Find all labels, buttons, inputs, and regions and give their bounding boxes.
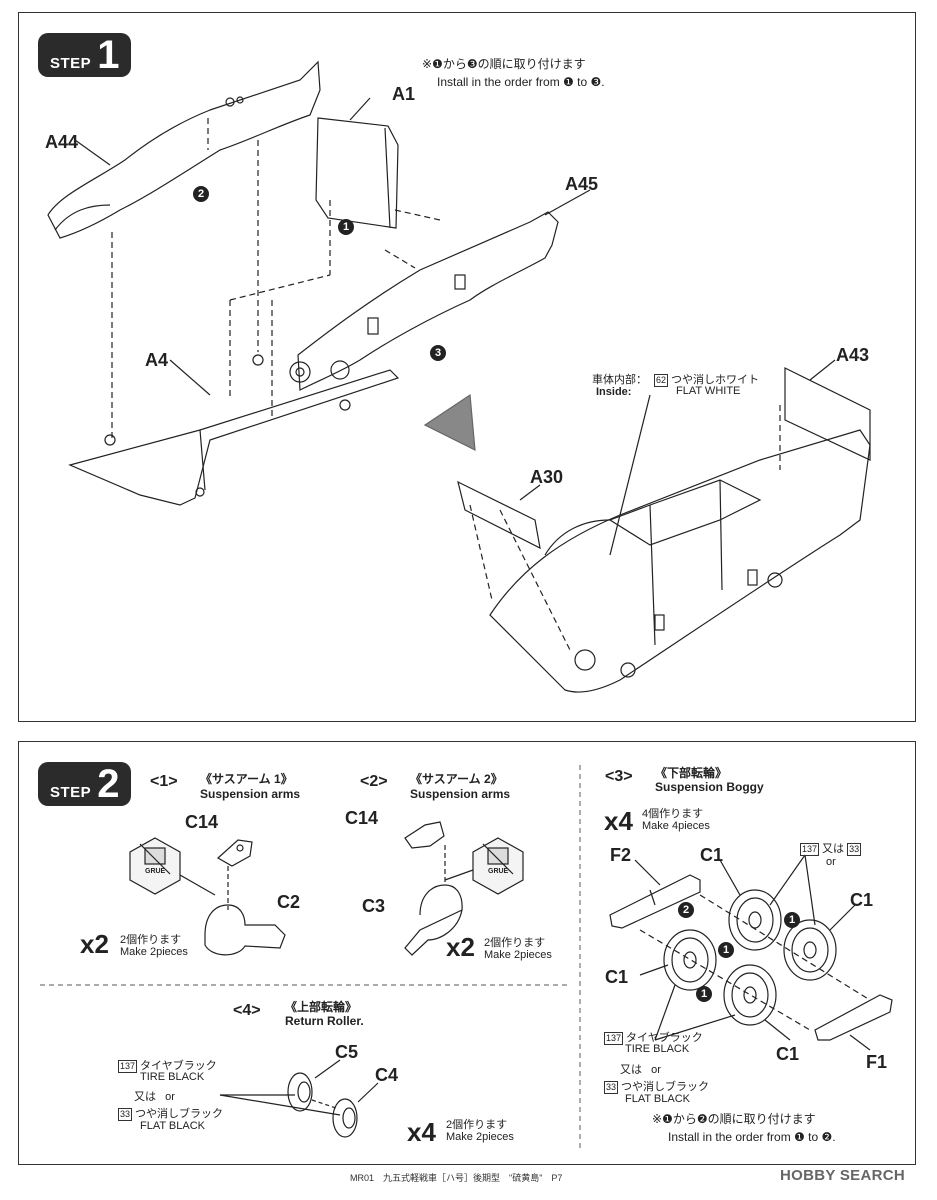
sub3-qty-jp: 4個作ります — [642, 808, 704, 820]
sub3-marker-1c: 1 — [718, 942, 734, 958]
sub4-paint1-en: TIRE BLACK — [140, 1071, 205, 1083]
sub3-number: <3> — [605, 768, 633, 785]
step1-marker-2: 2 — [193, 186, 209, 202]
sub4-number: <4> — [233, 1002, 261, 1019]
part-label-a4: A4 — [145, 350, 169, 370]
sub1-qty-jp: 2個作ります — [120, 934, 182, 946]
sub3-marker-2: 2 — [678, 902, 694, 918]
sub4-title-jp: 《上部転輪》 — [285, 1000, 358, 1014]
inside-paint-en: FLAT WHITE — [676, 385, 741, 397]
paint-code-62: 62 — [654, 374, 669, 387]
sub1-qty: x2 — [80, 929, 109, 959]
sub2-qty-en: Make 2pieces — [484, 949, 552, 961]
step1-marker-1: 1 — [338, 219, 354, 235]
sub3-part-c1-c: C1 — [605, 967, 629, 987]
sub3-paint-top-code: 137 — [800, 843, 820, 856]
sub4-part-c4: C4 — [375, 1065, 399, 1085]
sub3-title-jp: 《下部転輪》 — [655, 766, 728, 780]
sub3-qty-en: Make 4pieces — [642, 820, 710, 832]
part-label-a44: A44 — [45, 132, 79, 152]
sub3-part-f1: F1 — [866, 1052, 888, 1072]
step2-badge: STEP 2 — [38, 762, 132, 806]
sub3-order-jp: ※❶から❷の順に取り付けます — [652, 1112, 816, 1126]
sub3-qty: x4 — [604, 806, 633, 836]
sub1-title-en: Suspension arms — [200, 787, 301, 801]
page-footer: MR01 九五式軽戦車［ハ号］後期型 "硫黄島" P7 — [350, 1173, 563, 1183]
sub4-paint1-jp: タイヤブラック — [140, 1060, 217, 1072]
sub3-paint2-jp: つや消しブラック — [621, 1081, 710, 1093]
sub1-part-c2: C2 — [277, 892, 301, 912]
sub3-part-c1-b: C1 — [850, 890, 874, 910]
sub2-title-jp: 《サスアーム 2》 — [410, 772, 503, 786]
step1-marker-3: 3 — [430, 345, 446, 361]
sub4-qty-jp: 2個作ります — [446, 1119, 508, 1131]
inside-label-en: Inside: — [596, 386, 632, 398]
step1-badge: STEP 1 — [38, 33, 132, 77]
inside-label-jp: 車体内部： — [592, 374, 647, 386]
sub4-title-en: Return Roller. — [285, 1014, 364, 1028]
sub3-part-c1-d: C1 — [776, 1044, 800, 1064]
step1-word: STEP — [50, 55, 92, 72]
sub4-paint2-jp: つや消しブラック — [135, 1108, 224, 1120]
sub3-paint-top-code2: 33 — [847, 843, 862, 856]
sub4-paint2-code: 33 — [118, 1108, 133, 1121]
step2-panel — [18, 741, 916, 1165]
sub4-or: 又は or — [134, 1088, 175, 1104]
sub3-order-en: Install in the order from ❶ to ❷. — [668, 1130, 836, 1144]
step1-order-note-en: Install in the order from ❶ to ❸. — [437, 75, 605, 89]
part-label-a30: A30 — [530, 467, 564, 487]
part-label-a43: A43 — [836, 345, 870, 365]
sub4-paint1-code: 137 — [118, 1060, 138, 1073]
paint-jp: つや消しホワイト — [671, 374, 760, 386]
sub2-part-c3: C3 — [362, 896, 386, 916]
sub1-title-jp: 《サスアーム 1》 — [200, 772, 293, 786]
sub3-paint1-jp: タイヤブラック — [626, 1032, 703, 1044]
sub2-qty: x2 — [446, 932, 475, 962]
sub3-or: 又は or — [620, 1061, 661, 1077]
step1-number: 1 — [97, 33, 120, 77]
sub3-paint2-code: 33 — [604, 1081, 619, 1094]
sub4-part-c5: C5 — [335, 1042, 359, 1062]
sub3-paint2-en: FLAT BLACK — [625, 1093, 691, 1105]
sub2-number: <2> — [360, 773, 388, 790]
sub4-qty-en: Make 2pieces — [446, 1131, 514, 1143]
hobby-search-logo: HOBBY SEARCH — [780, 1167, 906, 1184]
sub3-or-jp: 又は — [620, 1064, 642, 1076]
sub3-paint1-code: 137 — [604, 1032, 624, 1045]
sub4-qty: x4 — [407, 1117, 436, 1147]
sub4-paint2-en: FLAT BLACK — [140, 1120, 206, 1132]
sub2-title-en: Suspension arms — [410, 787, 511, 801]
sub3-marker-1a: 1 — [784, 912, 800, 928]
sub4-or-jp: 又は — [134, 1091, 156, 1103]
part-label-a1: A1 — [392, 84, 416, 104]
sub2-part-c14: C14 — [345, 808, 379, 828]
step1-order-note-jp: ※❶から❸の順に取り付けます — [422, 57, 586, 71]
sub1-number: <1> — [150, 773, 178, 790]
sub1-part-c14: C14 — [185, 812, 219, 832]
sub3-or-en: or — [651, 1064, 661, 1076]
sub2-glue-label: GRUE — [488, 868, 509, 875]
sub3-title-en: Suspension Boggy — [655, 780, 764, 794]
part-label-a45: A45 — [565, 174, 599, 194]
sub1-qty-en: Make 2pieces — [120, 946, 188, 958]
sub1-glue-label: GRUE — [145, 868, 166, 875]
step2-number: 2 — [97, 762, 120, 806]
sub3-paint1-en: TIRE BLACK — [625, 1043, 690, 1055]
sub4-or-en: or — [165, 1091, 175, 1103]
sub2-qty-jp: 2個作ります — [484, 937, 546, 949]
sub3-part-c1-a: C1 — [700, 845, 724, 865]
sub3-paint-top-or-jp: 又は — [822, 843, 845, 855]
sub3-part-f2: F2 — [610, 845, 632, 865]
sub3-paint-top-or-en: or — [826, 856, 836, 868]
step2-word: STEP — [50, 784, 92, 801]
sub3-marker-1b: 1 — [696, 986, 712, 1002]
